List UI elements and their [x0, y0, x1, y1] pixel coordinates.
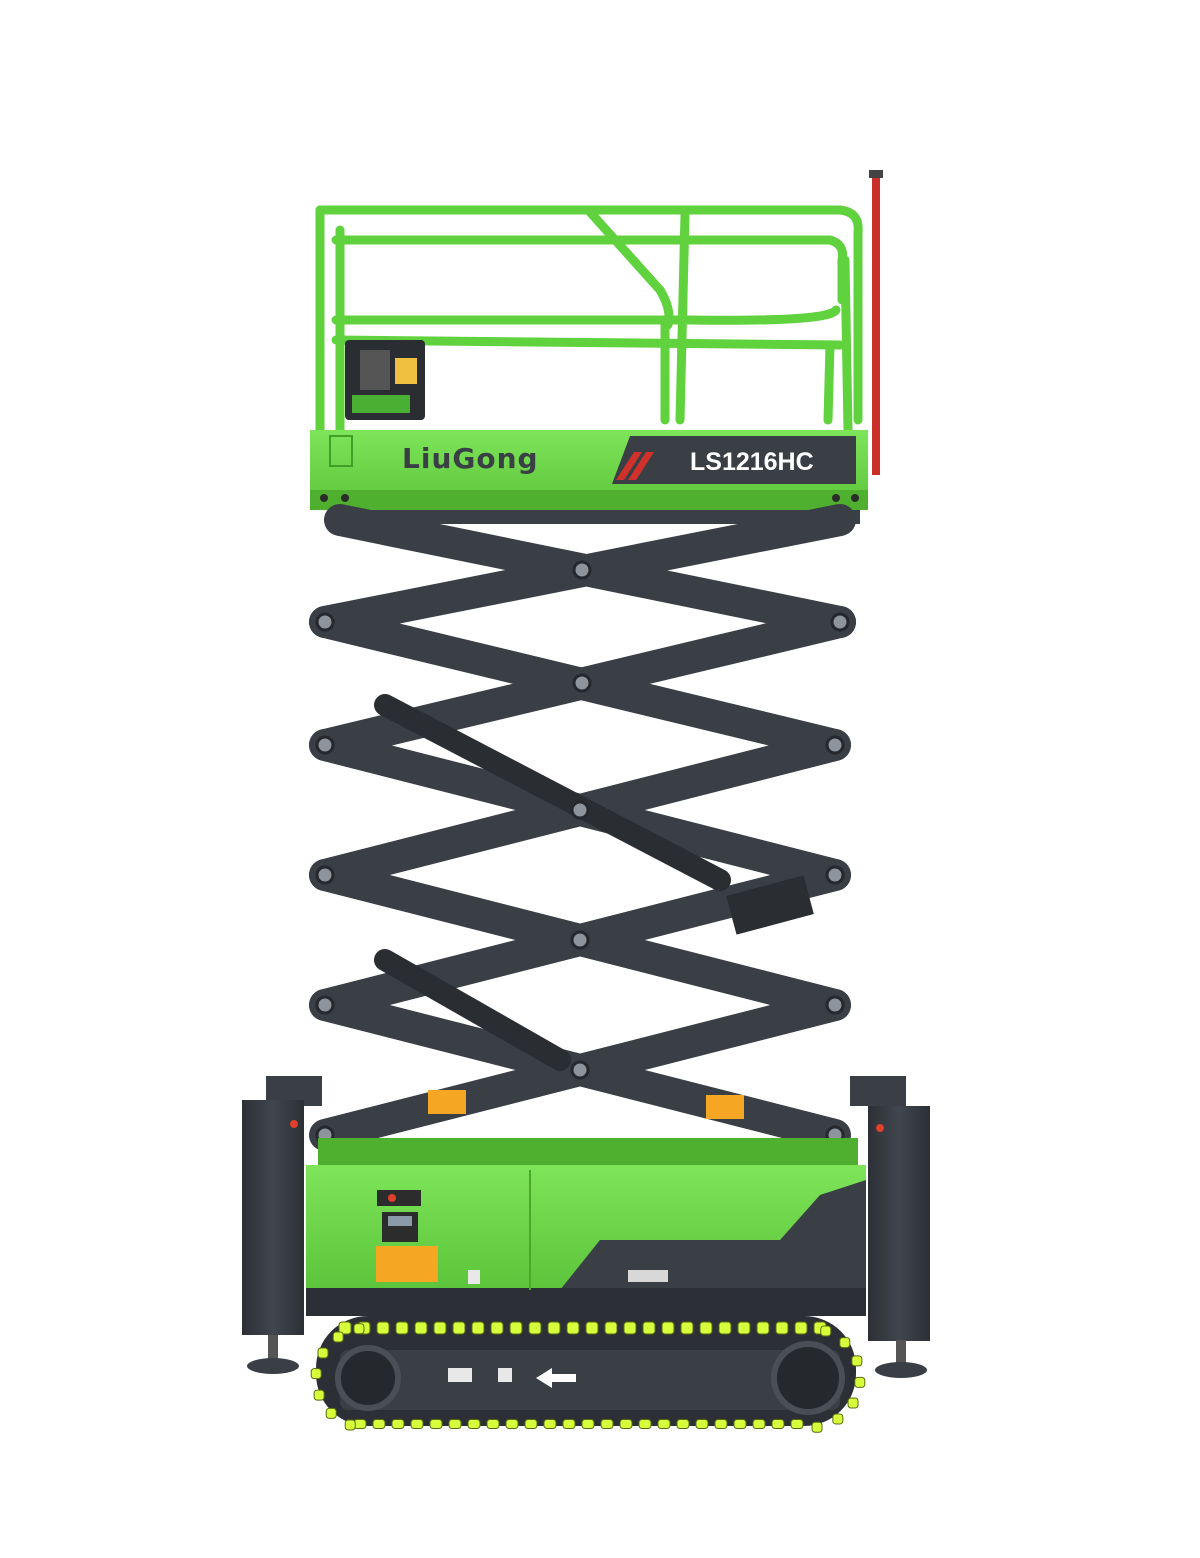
- track-stud: [854, 1376, 866, 1388]
- track-stud: [490, 1321, 504, 1335]
- track-stud: [376, 1321, 390, 1335]
- track-stud: [642, 1321, 656, 1335]
- track-stud: [851, 1355, 863, 1367]
- track-stud: [310, 1368, 322, 1380]
- track-stud: [372, 1419, 386, 1429]
- platform-frame: [330, 510, 860, 524]
- outrigger-right: [850, 1076, 930, 1378]
- track-stud: [509, 1321, 523, 1335]
- track-stud: [467, 1419, 481, 1429]
- track-stud: [604, 1321, 618, 1335]
- track-stud: [600, 1419, 614, 1429]
- track-stud: [832, 1413, 844, 1425]
- track-stud: [543, 1419, 557, 1429]
- track-stud: [737, 1321, 751, 1335]
- track-stud: [718, 1321, 732, 1335]
- track-stud: [414, 1321, 428, 1335]
- track-stud: [505, 1419, 519, 1429]
- warning-sticker-right: [706, 1095, 744, 1119]
- outrigger-left: [242, 1076, 322, 1374]
- scissor-arms: [309, 504, 856, 1151]
- base-chassis: [306, 1138, 866, 1316]
- red-stripe-1: [616, 452, 642, 480]
- track-stud: [562, 1419, 576, 1429]
- track-stud: [752, 1419, 766, 1429]
- track-stud: [811, 1421, 823, 1433]
- track-stud: [623, 1321, 637, 1335]
- track-stud: [486, 1419, 500, 1429]
- warning-sticker-left: [428, 1090, 466, 1114]
- track-stud: [353, 1419, 367, 1429]
- track-stud: [657, 1419, 671, 1429]
- track-stud: [790, 1419, 804, 1429]
- track-stud: [317, 1347, 329, 1359]
- track-stud: [771, 1419, 785, 1429]
- track-stud: [353, 1323, 365, 1335]
- model-badge-bg: [612, 436, 856, 484]
- track-stud: [471, 1321, 485, 1335]
- track-stud: [338, 1321, 352, 1335]
- brand-logo-text: LiuGong: [402, 442, 539, 475]
- model-number-text: LS1216HC: [690, 448, 814, 476]
- track-stud: [429, 1419, 443, 1429]
- direction-arrow-icon: [536, 1368, 576, 1388]
- track-stud: [313, 1389, 325, 1401]
- track-treads: [310, 1321, 866, 1433]
- track-stud: [756, 1321, 770, 1335]
- track-stud: [395, 1321, 409, 1335]
- track-stud: [661, 1321, 675, 1335]
- track-stud: [547, 1321, 561, 1335]
- track-stud: [695, 1419, 709, 1429]
- track-stud: [820, 1325, 832, 1337]
- hydraulic-cylinders: [374, 694, 814, 1071]
- track-stud: [452, 1321, 466, 1335]
- track-stud: [391, 1419, 405, 1429]
- track-stud: [325, 1407, 337, 1419]
- track-stud: [619, 1419, 633, 1429]
- track-stud: [433, 1321, 447, 1335]
- track-stud: [847, 1397, 859, 1409]
- track-stud: [680, 1321, 694, 1335]
- track-stud: [528, 1321, 542, 1335]
- base-warning-label: [376, 1246, 438, 1282]
- track-stud: [699, 1321, 713, 1335]
- track-stud: [775, 1321, 789, 1335]
- control-box: [345, 340, 425, 420]
- track-stud: [566, 1321, 580, 1335]
- track-stud: [524, 1419, 538, 1429]
- safety-flag-pole: [869, 170, 883, 475]
- crawler-track: [316, 1316, 856, 1426]
- track-stud: [410, 1419, 424, 1429]
- track-stud: [344, 1419, 356, 1431]
- track-stud: [794, 1321, 808, 1335]
- track-stud: [585, 1321, 599, 1335]
- track-stud: [714, 1419, 728, 1429]
- track-stud: [332, 1331, 344, 1343]
- track-stud: [839, 1337, 851, 1349]
- track-stud: [581, 1419, 595, 1429]
- track-stud: [676, 1419, 690, 1429]
- track-stud: [733, 1419, 747, 1429]
- red-stripe-2: [628, 452, 654, 480]
- track-stud: [638, 1419, 652, 1429]
- track-stud: [448, 1419, 462, 1429]
- platform-deck: [310, 430, 868, 510]
